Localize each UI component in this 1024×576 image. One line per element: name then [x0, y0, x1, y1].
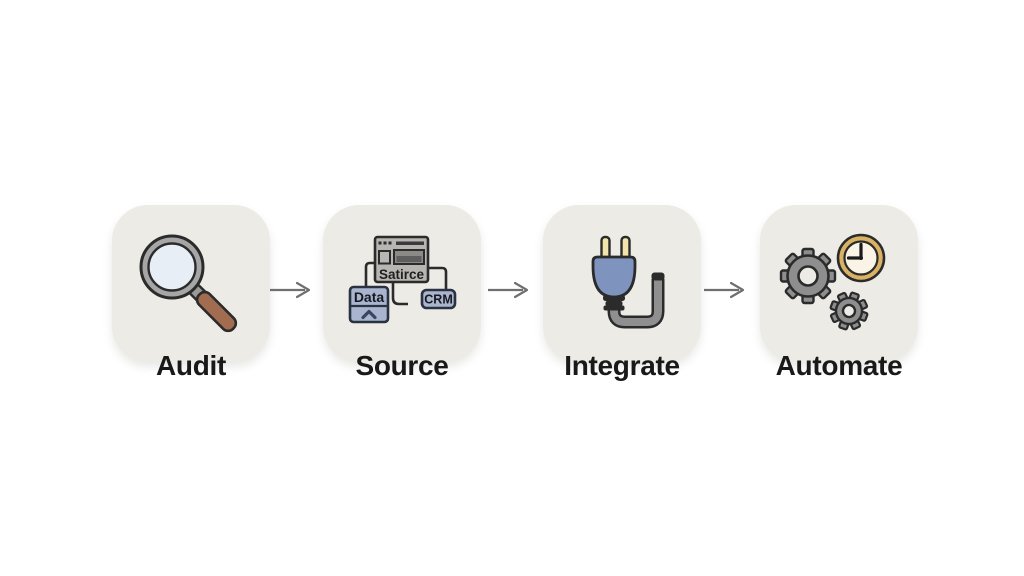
gear-small-hole	[841, 303, 857, 319]
clock-center-dot	[859, 256, 863, 260]
window-dot	[383, 241, 387, 245]
step-automate-label: Automate	[775, 350, 903, 381]
window-dot	[378, 241, 382, 245]
plug-neck-rib	[605, 301, 623, 306]
crm-box-label: CRM	[424, 293, 452, 307]
gear-small-icon	[829, 291, 869, 331]
power-plug-icon	[591, 235, 665, 329]
window-title-text: Satirce	[379, 267, 425, 282]
plug-cable-tip	[651, 272, 665, 281]
data-source-window-icon: Satirce Data CRM	[348, 235, 457, 324]
step-audit-label: Audit	[155, 350, 227, 381]
step-audit: Audit	[112, 205, 270, 385]
step-automate-tile	[760, 205, 918, 362]
gear-large-icon	[779, 247, 837, 305]
step-source: Satirce Data CRM Source	[323, 205, 481, 385]
flow-arrow-3	[704, 281, 745, 299]
data-box-label: Data	[354, 289, 385, 305]
step-source-label: Source	[355, 350, 449, 381]
connector-window-to-data	[364, 261, 375, 288]
data-box	[348, 285, 390, 324]
plug-body	[591, 255, 637, 299]
clock-icon	[836, 233, 886, 283]
magnifier-lens	[147, 242, 197, 292]
connector-window-bottom	[391, 282, 408, 306]
step-integrate-label: Integrate	[564, 350, 680, 381]
gears-clock-icon	[779, 233, 886, 331]
gear-large-hole	[797, 265, 819, 287]
window-content-band	[396, 256, 422, 262]
window-thumbnail-square	[378, 250, 391, 265]
plug-cable	[610, 279, 662, 326]
window-titlebar-line	[396, 241, 424, 245]
step-source-tile	[323, 205, 481, 362]
flow-arrow-2	[488, 281, 529, 299]
step-automate: Automate	[760, 205, 918, 385]
chevron-up-icon	[361, 309, 377, 320]
flow-arrow-1	[270, 281, 311, 299]
crm-box	[420, 288, 457, 310]
connector-window-to-crm	[428, 266, 448, 291]
magnifier-handle	[195, 290, 238, 333]
window-dot	[388, 241, 392, 245]
plug-neck-rib	[603, 305, 625, 311]
magnifying-glass-icon	[139, 234, 238, 333]
step-integrate: Integrate	[543, 205, 701, 385]
